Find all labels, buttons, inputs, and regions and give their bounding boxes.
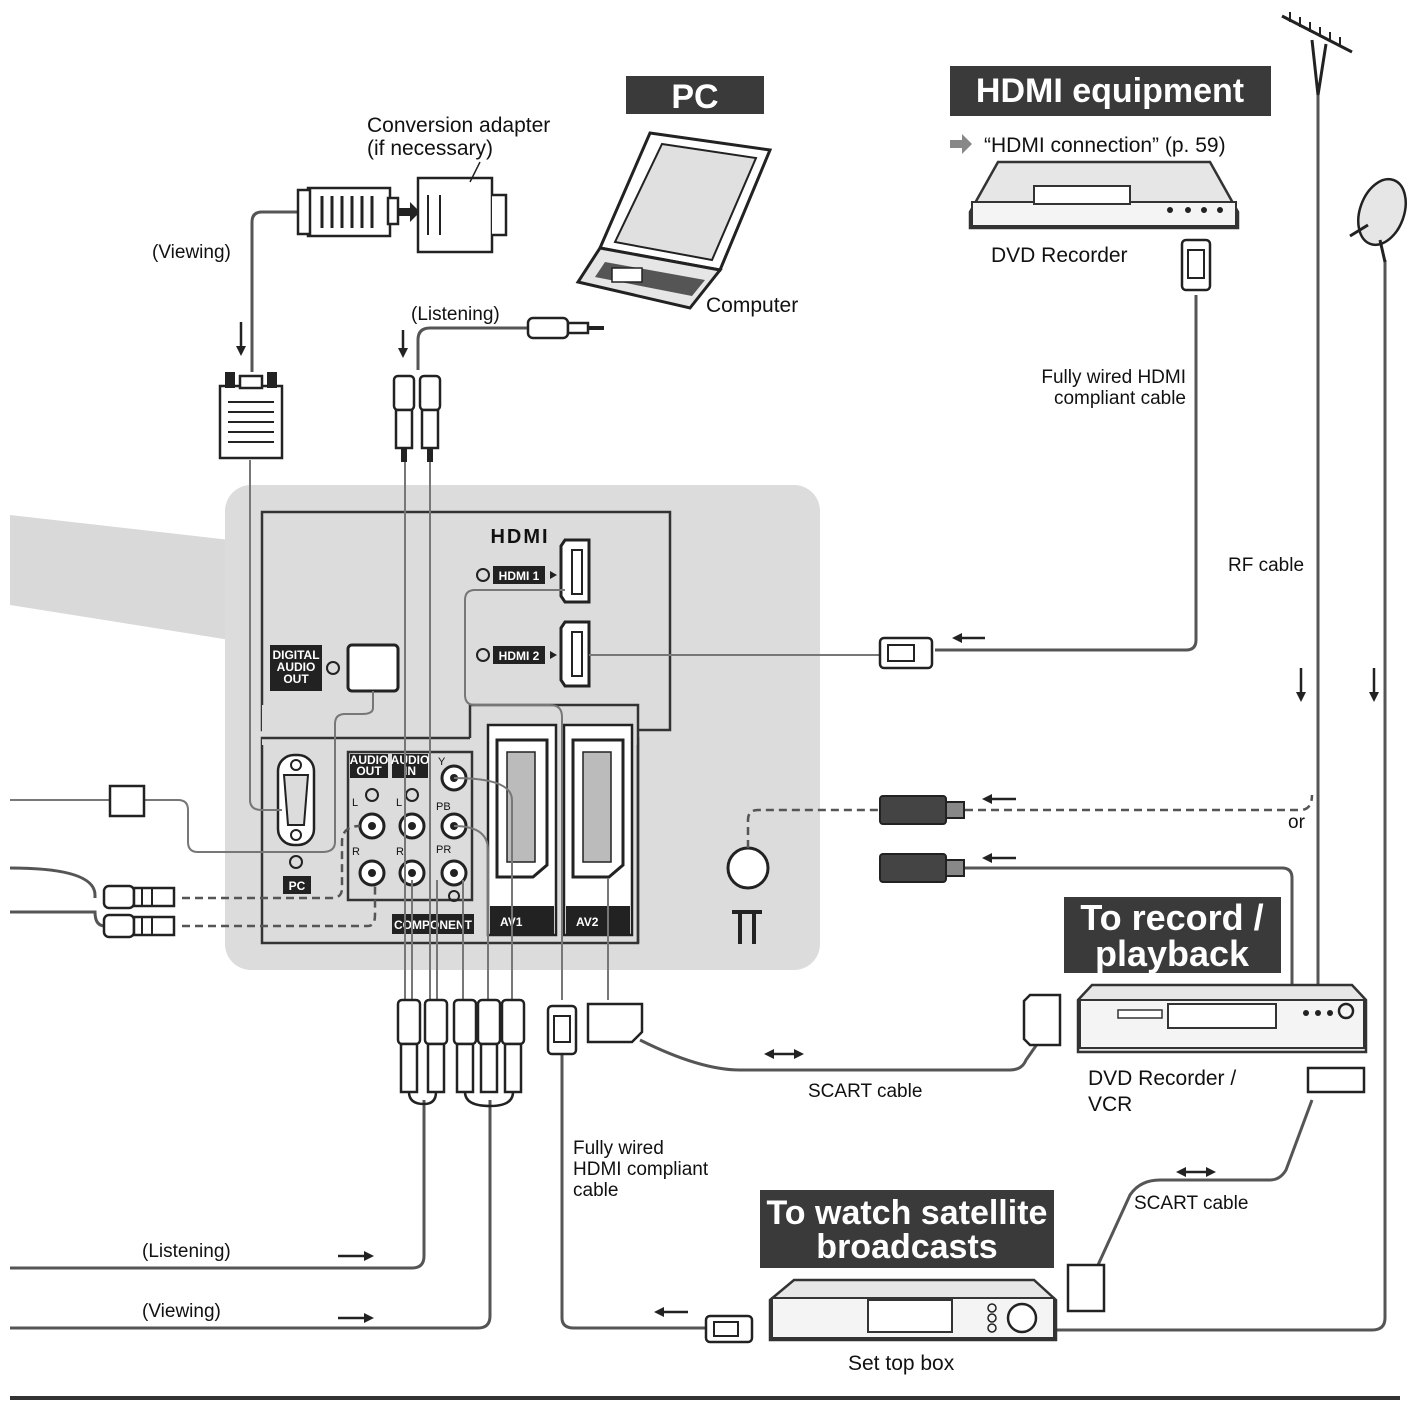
hdmi-plug-top[interactable] <box>1180 238 1212 292</box>
hdmi-plug-bottom[interactable] <box>546 1004 578 1056</box>
digital-audio-out-label-2: AUDIO <box>277 660 316 674</box>
audio-in-label-2: IN <box>404 764 416 778</box>
hdmi2-label: HDMI 2 <box>499 649 540 663</box>
hdmi-plug-panel[interactable] <box>878 636 934 670</box>
double-arrow-icon <box>764 1049 1216 1177</box>
listening-bottom-label: (Listening) <box>142 1241 231 1262</box>
component-pb-label: PB <box>436 801 451 813</box>
rf-plug-aerial[interactable] <box>879 853 965 883</box>
arrow-left-icon <box>654 633 1016 1317</box>
hdmi1-label: HDMI 1 <box>499 569 540 583</box>
cables <box>9 95 1387 1332</box>
hdmi-cable2-label-3: cable <box>573 1180 618 1201</box>
pointer-arrow-icon <box>398 202 420 222</box>
hdmi-equipment-banner-text: HDMI equipment <box>976 72 1244 110</box>
conversion-adapter-label: Conversion adapter <box>367 114 550 137</box>
pc-banner-text: PC <box>671 78 718 116</box>
audio-l-label: L <box>352 797 358 809</box>
pc-port[interactable]: PC <box>276 753 316 894</box>
hdmi-cable-label-2: compliant cable <box>1054 388 1186 409</box>
av1-scart-port[interactable]: AV1 <box>486 723 558 937</box>
pc-banner: PC <box>626 76 764 116</box>
digital-audio-adapter <box>108 784 146 818</box>
scart-plug-panel[interactable] <box>586 1002 644 1044</box>
tv-rear-panel: HDMI HDMI 1 HDMI 2 DIGITAL AUDIO OUT <box>10 485 820 970</box>
hdmi-equipment-banner: HDMI equipment <box>950 66 1271 116</box>
mini-jack-plug[interactable] <box>526 316 604 340</box>
satellite-banner: To watch satellite broadcasts <box>760 1190 1054 1268</box>
pointer-arrow-icon <box>950 134 972 154</box>
pc-port-label: PC <box>289 879 306 893</box>
rca-jack-audio-in-l[interactable] <box>398 812 426 840</box>
component-label: COMPONENT <box>394 918 473 932</box>
scart-cable-label-1: SCART cable <box>808 1081 922 1102</box>
hdmi-plug-set-top[interactable] <box>704 1314 754 1344</box>
satellite-banner-line2: broadcasts <box>816 1228 997 1266</box>
hdmi1-port[interactable]: HDMI 1 <box>476 538 591 604</box>
dvd-recorder-label: DVD Recorder <box>991 244 1128 267</box>
audio-rca-plugs[interactable] <box>392 374 442 462</box>
computer-icon <box>575 131 773 310</box>
viewing-bottom-label: (Viewing) <box>142 1301 221 1322</box>
conversion-adapter <box>416 161 508 254</box>
viewing-top-label: (Viewing) <box>152 242 231 263</box>
audio-in-r-label: R <box>396 846 404 858</box>
digital-audio-out-label: DIGITAL <box>272 648 319 662</box>
rf-cable-label: RF cable <box>1228 555 1304 576</box>
record-banner-line2: playback <box>1095 933 1250 974</box>
dvd-recorder-vcr-label-2: VCR <box>1088 1093 1132 1116</box>
rca-jack-audio-out-r[interactable] <box>358 859 386 887</box>
scart-plug-set-top[interactable] <box>1066 1263 1106 1313</box>
arrow-down-icon <box>1296 668 1379 702</box>
vga-plug-to-pc-port[interactable] <box>218 372 284 460</box>
audio-in-label: AUDIO <box>391 753 430 767</box>
arrow-right-icon <box>338 1251 374 1323</box>
component-y-label: Y <box>438 756 446 768</box>
hdmi-connection-ref[interactable]: “HDMI connection” (p. 59) <box>984 134 1226 157</box>
digital-audio-out-port[interactable]: DIGITAL AUDIO OUT <box>270 643 400 693</box>
rf-plug-satellite[interactable] <box>879 795 965 825</box>
dvd-recorder-vcr-label: DVD Recorder / <box>1088 1067 1236 1090</box>
conversion-adapter-label-2: (if necessary) <box>367 137 493 160</box>
hdmi-cable2-label-2: HDMI compliant <box>573 1159 709 1180</box>
audio-in-l-label: L <box>396 797 402 809</box>
vga-cable-plug[interactable] <box>296 186 400 238</box>
component-pr-label: PR <box>436 844 451 856</box>
rca-jack-pr[interactable] <box>440 859 468 887</box>
scart-plug-recorder-lower[interactable] <box>1306 1066 1366 1094</box>
dvd-recorder-hdmi <box>968 160 1240 230</box>
audio-out-label-2: OUT <box>356 764 382 778</box>
or-label: or <box>1288 812 1306 833</box>
antenna-icon <box>1281 12 1353 96</box>
av2-scart-port[interactable]: AV2 <box>562 723 634 937</box>
computer-label: Computer <box>706 294 798 317</box>
rca-jack-audio-out-l[interactable] <box>358 812 386 840</box>
scart-cable-label-2: SCART cable <box>1134 1193 1248 1214</box>
satellite-dish-icon <box>1349 177 1407 263</box>
set-top-box-label: Set top box <box>848 1352 955 1375</box>
audio-r-label: R <box>352 846 360 858</box>
hdmi2-port[interactable]: HDMI 2 <box>476 620 591 688</box>
dvd-recorder-vcr <box>1076 983 1368 1054</box>
record-banner-line1: To record / <box>1080 897 1263 938</box>
hdmi-cable2-label: Fully wired <box>573 1138 664 1159</box>
digital-audio-out-label-3: OUT <box>283 672 309 686</box>
scart-plug-recorder[interactable] <box>1022 993 1062 1047</box>
av2-label: AV2 <box>576 915 599 929</box>
hdmi-logo: HDMI <box>490 526 549 548</box>
rca-plugs-left[interactable] <box>102 884 176 939</box>
hdmi-cable-label: Fully wired HDMI <box>1041 367 1186 388</box>
audio-out-label: AUDIO <box>350 753 389 767</box>
listening-top-label: (Listening) <box>411 304 500 325</box>
set-top-box-device <box>768 1278 1058 1342</box>
record-playback-banner: To record / playback <box>1064 897 1281 974</box>
arrow-down-icon <box>236 322 408 358</box>
satellite-banner-line1: To watch satellite <box>767 1194 1048 1232</box>
component-rca-plugs[interactable] <box>396 998 526 1108</box>
